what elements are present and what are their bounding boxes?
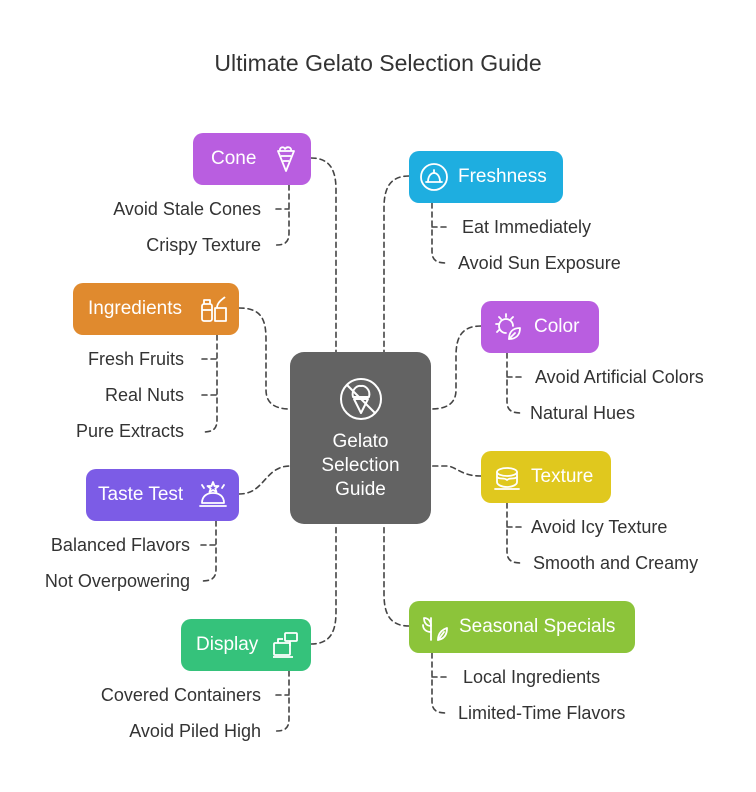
leaf-item: Pure Extracts [75,421,184,441]
leaf-item: Natural Hues [530,403,636,423]
leaf-item: Avoid Stale Cones [113,199,261,219]
tick-cone [275,184,290,246]
leaf-item: Eat Immediately [462,217,592,237]
leaf-item: Avoid Sun Exposure [458,253,621,273]
branch-display-label: Display [196,634,259,655]
link-seasonal [383,523,410,627]
leaf-item: Crispy Texture [146,235,261,255]
branch-display: Display [181,619,311,671]
link-cone [310,157,337,353]
plant-icon [422,617,448,641]
tick-taste [200,520,217,582]
branch-seasonal-specials: Seasonal Specials [409,601,635,653]
leaf-item: Local Ingredients [463,667,601,687]
branch-texture: Texture [481,451,611,503]
branch-seasonal-label: Seasonal Specials [459,616,616,637]
branch-color-label: Color [534,316,580,337]
link-texture [430,465,482,477]
leaf-item: Smooth and Creamy [533,553,699,573]
branch-color: Color [481,301,599,353]
sun-leaf-icon [495,313,521,340]
center-label: Gelato Selection Guide [290,430,431,502]
tick-display [275,670,290,732]
cone-icon [277,146,295,172]
center-node: Gelato Selection Guide [290,352,431,524]
branch-freshness-label: Freshness [458,166,547,187]
tick-ingredients [201,334,218,433]
tick-seasonal [431,652,448,714]
tick-color [506,352,523,414]
leaf-item: Avoid Artificial Colors [535,367,704,387]
covered-dish-icon [420,163,448,191]
link-color [430,325,482,410]
tick-texture [506,502,523,564]
branch-taste-test-label: Taste Test [98,484,184,505]
center-label-line: Guide [335,479,386,500]
display-case-icon [273,632,298,658]
leaf-item: Avoid Piled High [129,721,261,741]
leaf-item: Avoid Icy Texture [531,517,668,537]
link-ingredients [238,307,291,410]
no-ice-cream-icon [340,378,382,420]
link-taste-test [238,465,291,495]
leaf-item: Not Overpowering [44,571,190,591]
cake-icon [494,467,520,490]
link-display [310,523,337,645]
ingredients-icon [201,296,227,322]
center-label-line: Gelato [332,431,389,452]
diagram-title: Ultimate Gelato Selection Guide [214,50,542,76]
branch-cone: Cone [193,133,311,185]
leaf-item: Fresh Fruits [87,349,184,369]
tasting-icon [199,481,227,507]
tick-freshness [431,202,448,264]
center-label-line: Selection [321,455,400,476]
branch-cone-label: Cone [211,148,257,169]
leaf-item: Balanced Flavors [50,535,190,555]
link-freshness [383,175,410,353]
branch-taste-test: Taste Test [86,469,239,521]
leaf-item: Limited-Time Flavors [458,703,626,723]
leaf-item: Real Nuts [104,385,184,405]
branch-texture-label: Texture [531,466,594,487]
branch-ingredients: Ingredients [73,283,239,335]
branch-ingredients-label: Ingredients [88,298,183,319]
branch-freshness: Freshness [409,151,563,203]
leaf-item: Covered Containers [100,685,261,705]
